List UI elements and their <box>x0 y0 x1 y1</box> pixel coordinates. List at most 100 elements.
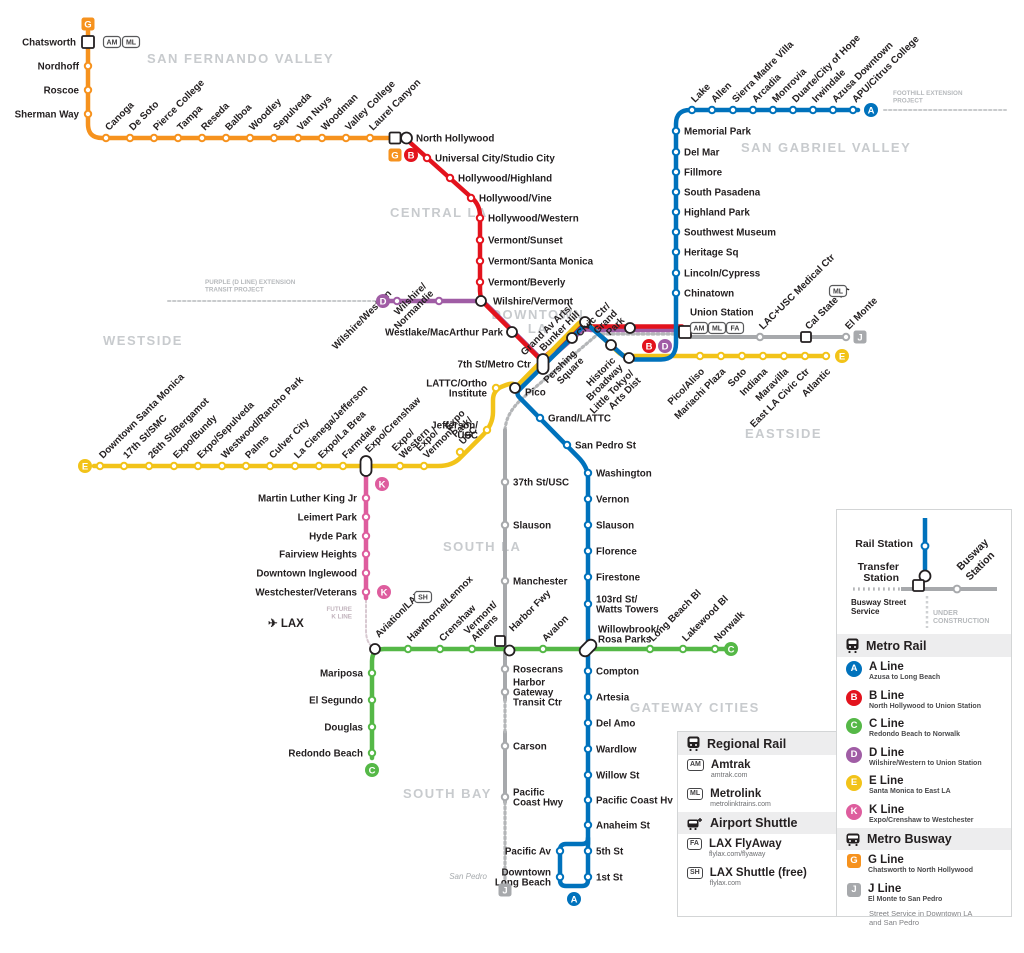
station-marker <box>500 520 510 530</box>
transfer-station-marker <box>494 635 506 647</box>
station: North Hollywood <box>388 131 494 145</box>
station: Southwest Museum <box>671 227 776 239</box>
line-badge-ml: ML <box>121 35 141 49</box>
station: Highland Park <box>671 208 750 219</box>
station: Downtown Inglewood <box>256 569 371 580</box>
region-label: SOUTH LA <box>443 539 521 554</box>
station-marker <box>500 792 510 802</box>
service-name: LAX Shuttle (free) <box>709 866 807 879</box>
station-marker <box>583 494 593 504</box>
station: Memorial Park <box>671 126 752 138</box>
station-marker <box>445 173 455 183</box>
station-label: Hollywood/Vine <box>479 194 552 205</box>
station-label: Universal City/Studio City <box>435 154 555 165</box>
sample-label-busway-street-2: Service <box>851 607 880 616</box>
station-marker <box>583 572 593 582</box>
station-marker <box>687 105 697 115</box>
station-label: Vermont/Beverly <box>488 278 566 289</box>
station: Fillmore <box>671 168 723 179</box>
legend-panel: Rail Station Transfer Station Busway Sta… <box>836 509 1012 927</box>
line-badge-b: B <box>404 148 418 162</box>
station-marker <box>500 664 510 674</box>
station-marker <box>314 461 324 471</box>
station-marker <box>671 227 681 237</box>
station-marker <box>290 461 300 471</box>
station-marker <box>737 351 747 361</box>
station-label: Del Amo <box>596 719 635 730</box>
station-marker <box>821 351 831 361</box>
station: 103rd St/Watts Towers <box>583 594 659 616</box>
metro-busway-header: Metro Busway <box>837 828 1011 850</box>
station-marker <box>125 133 135 143</box>
station-marker <box>317 133 327 143</box>
station-marker <box>101 133 111 143</box>
station: Hollywood/Vine <box>466 194 552 205</box>
line-badge-sh: SH <box>413 590 433 604</box>
station: Anaheim St <box>583 821 651 832</box>
service-name: Amtrak <box>710 759 751 771</box>
station-label: Pacific Coast Hv <box>596 796 673 807</box>
station-label: Allen <box>709 80 734 105</box>
regional-train-icon <box>687 736 700 751</box>
station-label: Redondo Beach <box>288 749 363 760</box>
station-marker <box>475 277 485 287</box>
transfer-station-marker <box>579 316 591 328</box>
sample-transfer-marker-square <box>912 579 925 592</box>
station-label: Pico <box>525 388 546 399</box>
station-marker <box>671 126 681 136</box>
station: Pacific Coast Hv <box>583 796 673 807</box>
station-marker <box>475 235 485 245</box>
svg-text:ML: ML <box>712 326 723 333</box>
station-label: Del Mar <box>684 148 720 159</box>
station-marker <box>788 105 798 115</box>
station-label: 7th St/Metro Ctr <box>458 360 532 371</box>
station: Jefferson/USC <box>431 420 492 442</box>
station-marker <box>475 256 485 266</box>
station-label: Fairview Heights <box>279 550 357 561</box>
line-badge-d: D <box>658 339 672 353</box>
station-marker <box>710 644 720 654</box>
legend-station-samples: Rail Station Transfer Station Busway Sta… <box>837 510 1011 634</box>
station: Firestone <box>583 572 641 584</box>
station-marker <box>435 644 445 654</box>
station-marker <box>475 213 485 223</box>
station-marker <box>365 133 375 143</box>
transfer-station-marker <box>503 644 516 657</box>
station: Roscoe <box>44 86 93 97</box>
station: Westchester/Veterans <box>255 588 371 599</box>
station-label: Lincoln/Cypress <box>684 269 761 280</box>
svg-text:ML: ML <box>833 289 844 296</box>
legend-line-desc: Santa Monica to East LA <box>869 788 951 795</box>
station-marker <box>671 187 681 197</box>
legend-line-name: D Line <box>869 746 905 759</box>
station-label: Chinatown <box>684 289 734 300</box>
station-marker <box>583 546 593 556</box>
line-badge-c: C <box>365 763 379 777</box>
station: Nordhoff <box>38 62 93 73</box>
station-label: Heritage Sq <box>684 248 738 259</box>
transfer-station-marker <box>475 295 487 307</box>
station-marker <box>367 748 377 758</box>
line-badge-icon: K <box>846 803 862 820</box>
station: Washington <box>583 469 652 480</box>
station-label: Wardlow <box>596 745 637 756</box>
station-label: Hyde Park <box>309 532 357 543</box>
service-name: Metrolink <box>710 787 762 800</box>
station: Heritage Sq <box>671 248 738 259</box>
sample-busway-station-marker <box>952 584 962 594</box>
svg-text:E: E <box>82 461 88 472</box>
station-label: Willowbrook/Rosa Parks <box>598 624 659 645</box>
station: Hyde Park <box>309 532 371 543</box>
line-badge-ml: ML <box>707 321 727 335</box>
region-label: EASTSIDE <box>745 426 822 441</box>
station: Slauson <box>500 520 551 532</box>
station-marker <box>149 133 159 143</box>
station: Avalon <box>538 613 571 654</box>
region-label: DOWNTOWN <box>492 307 585 322</box>
sample-label-transfer-1: Transfer <box>857 561 899 573</box>
